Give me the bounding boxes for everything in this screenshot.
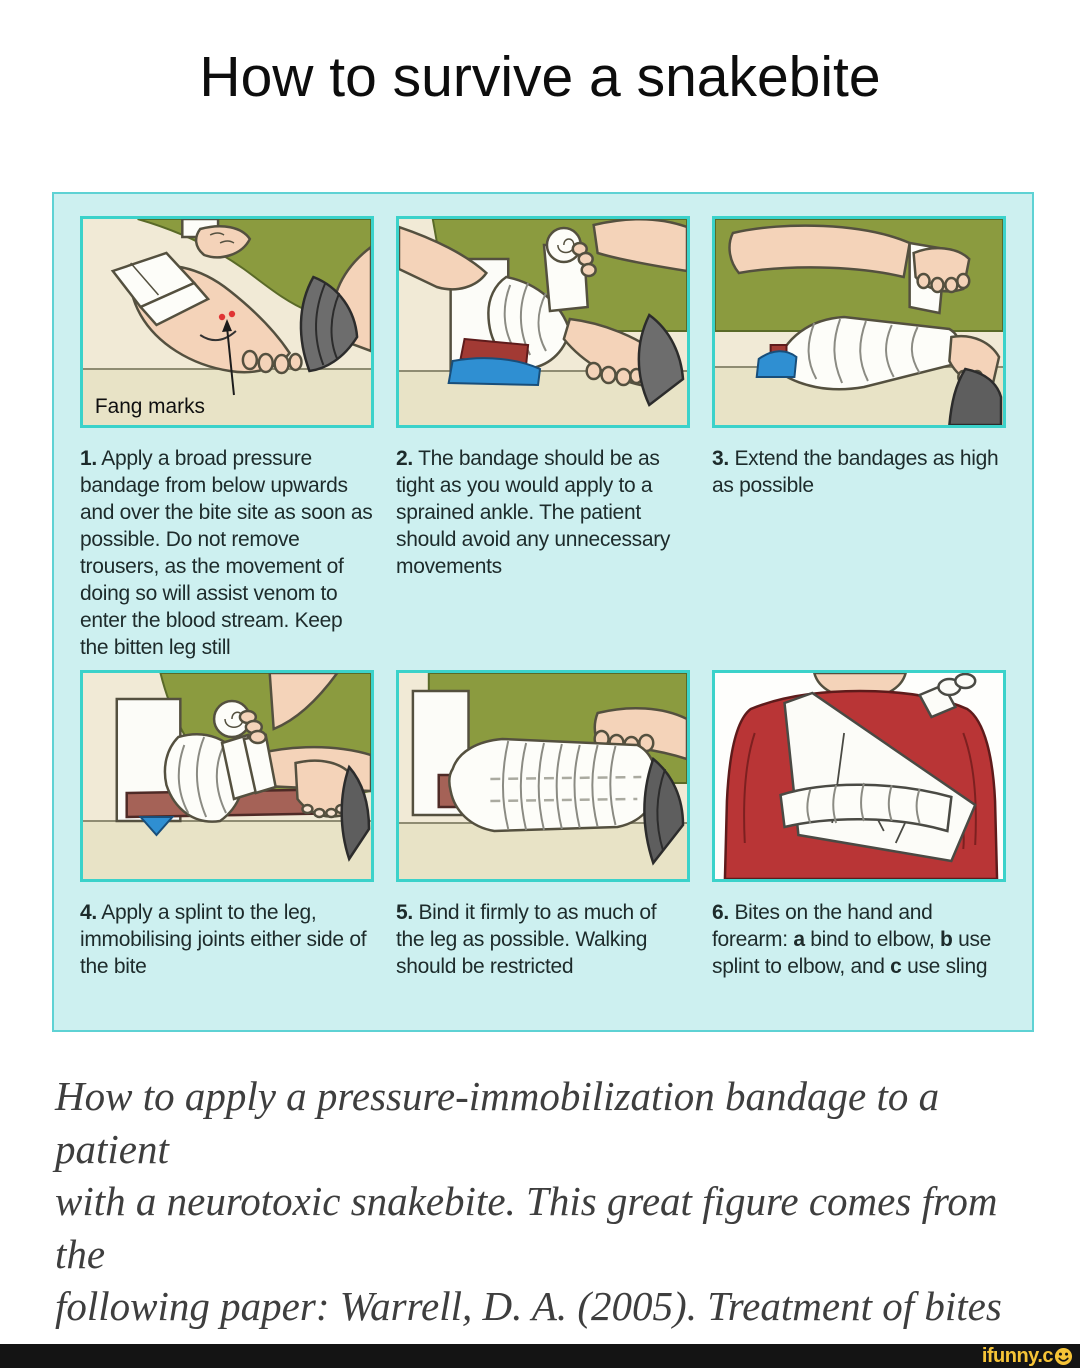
panel-1: Fang marks (80, 216, 374, 428)
figure-grid: Fang marks (80, 216, 1006, 1030)
panel-3 (712, 216, 1006, 428)
helper-hand (194, 225, 252, 259)
panel-2 (396, 216, 690, 428)
panel-4 (80, 670, 374, 882)
toes (585, 361, 644, 387)
ifunny-logo-text: ifunny.c (981, 1344, 1054, 1367)
bandaged-forearm (779, 782, 953, 833)
fang-marks-arrow (222, 319, 235, 396)
blue-shoe (138, 816, 175, 837)
panel-2-caption: 2. The bandage should be as tight as you… (396, 447, 671, 578)
panel-3-caption: 3. Extend the bandages as high as possib… (712, 447, 999, 497)
panel-6 (712, 670, 1006, 882)
patient-arm (399, 225, 489, 291)
gray-boot (299, 275, 359, 373)
footer-bar: ifunny.c (0, 1344, 1080, 1368)
sling-knot (917, 673, 977, 719)
splint-dashed-line-1 (490, 775, 642, 781)
panel-3-illustration (715, 219, 1003, 425)
helper-arm (728, 224, 912, 279)
gray-boot (643, 756, 685, 866)
pressure-bandage (110, 219, 220, 327)
panel-6-illustration (715, 673, 1003, 879)
gray-boot (340, 764, 371, 862)
ankle-crease (199, 330, 237, 342)
bandage-roll-hand (212, 699, 267, 745)
meme-title: How to survive a snakebite (199, 45, 881, 109)
ground (83, 821, 371, 879)
panel-4-illustration (83, 673, 371, 879)
panel-1-caption: 1. Apply a broad pressure bandage from b… (80, 447, 373, 659)
ifunny-watermark: ifunny.c (982, 1344, 1073, 1368)
panel-6-caption: 6. Bites on the hand and forearm: a bind… (712, 901, 992, 978)
gray-boot (637, 313, 685, 407)
source-citation: How to apply a pressure-immobilization b… (55, 1073, 1002, 1368)
panel-5-caption: 5. Bind it firmly to as much of the leg … (396, 901, 657, 978)
blue-shoe (447, 357, 542, 387)
bandage-roll-hand (545, 226, 597, 278)
blue-shoe (755, 350, 798, 378)
splint-dashed-line-2 (490, 797, 638, 803)
snakebite-figure: Fang marks (52, 192, 1034, 1032)
helper-hand (912, 246, 971, 294)
helper-arm (268, 673, 339, 731)
ground (399, 823, 687, 879)
panel-5 (396, 670, 690, 882)
fang-marks-label: Fang marks (95, 395, 205, 418)
bandaged-leg (448, 737, 658, 833)
gray-boot (948, 367, 1003, 425)
panel-2-illustration (399, 219, 687, 425)
panel-4-caption: 4. Apply a splint to the leg, immobilisi… (80, 901, 367, 978)
smiley-icon (1054, 1347, 1073, 1366)
helper-arm (592, 219, 687, 273)
toes (241, 349, 303, 375)
panel-1-illustration: Fang marks (83, 219, 371, 425)
fang-marks-dots (218, 310, 236, 321)
ground (83, 369, 371, 425)
panel-5-illustration (399, 673, 687, 879)
